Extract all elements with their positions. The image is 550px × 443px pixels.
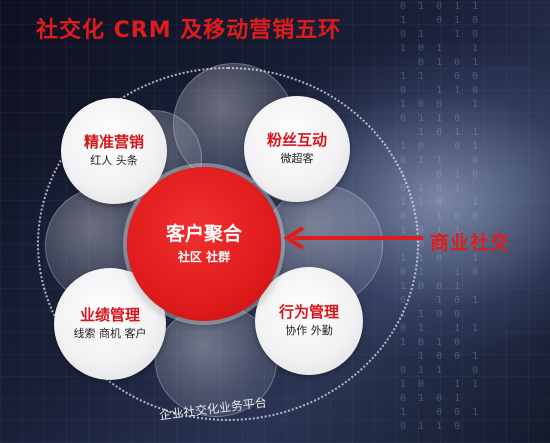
node-precision-marketing: 精准营销 红人 头条 xyxy=(61,98,167,204)
node-heading: 业绩管理 xyxy=(79,306,140,324)
node-subtitle: 红人 头条 xyxy=(90,154,138,167)
node-behavior-management: 行为管理 协作 外勤 xyxy=(255,267,363,375)
node-heading: 行为管理 xyxy=(278,303,339,321)
core-customer-aggregation: 客户聚合 社区 社群 xyxy=(127,167,281,321)
node-subtitle: 微超客 xyxy=(280,152,314,165)
core-heading: 客户聚合 xyxy=(165,223,242,245)
node-subtitle: 协作 外勤 xyxy=(285,324,333,337)
node-fan-interaction: 粉丝互动 微超客 xyxy=(244,96,350,202)
arrow-label: 商业社交 xyxy=(430,232,511,254)
node-heading: 精准营销 xyxy=(83,133,144,151)
left-arrow-icon xyxy=(283,226,423,250)
node-subtitle: 线索 商机 客户 xyxy=(73,327,147,340)
core-subtitle: 社区 社群 xyxy=(177,250,231,264)
background-binary-pattern: 0 1 0 1 1 1 0 1 0 0 1 1 0 1 0 1 1 0 1 0 … xyxy=(400,1,482,432)
slide-title: 社交化 CRM 及移动营销五环 xyxy=(36,18,342,43)
node-heading: 粉丝互动 xyxy=(266,131,327,149)
